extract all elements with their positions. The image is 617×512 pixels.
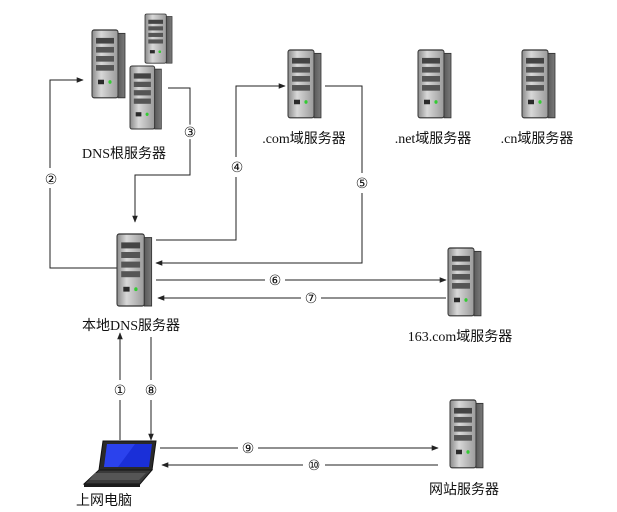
local-dns-label: 本地DNS服务器: [82, 318, 180, 334]
web-server-icon: [449, 399, 484, 469]
step-2-label: ②: [45, 172, 58, 188]
laptop-icon: [82, 440, 157, 487]
net-server-label: .net域服务器: [395, 131, 472, 147]
arrow-step-3: [132, 87, 191, 223]
cn-server-icon: [521, 49, 556, 119]
root-dns-label: DNS根服务器: [82, 146, 166, 162]
step-4-label: ④: [231, 160, 244, 176]
step-9-label: ⑨: [242, 441, 255, 457]
com-server-icon: [287, 49, 322, 119]
step-10-label: ⑩: [308, 458, 321, 474]
s163-server-label: 163.com域服务器: [408, 329, 513, 345]
arrow-step-2: [49, 77, 117, 269]
cn-server-label: .cn域服务器: [501, 131, 574, 147]
com-server-label: .com域服务器: [262, 131, 346, 147]
step-1-label: ①: [114, 383, 127, 399]
step-7-label: ⑦: [305, 291, 318, 307]
local-dns-server-icon: [116, 233, 153, 307]
client-pc-label: 上网电脑: [76, 493, 132, 509]
step-labels: ② ③ ④ ⑤ ⑥ ⑦ ① ⑧ ⑨ ⑩: [42, 123, 371, 474]
step-6-label: ⑥: [269, 273, 282, 289]
step-8-label: ⑧: [145, 383, 158, 399]
step-3-label: ③: [184, 125, 197, 141]
net-server-icon: [417, 49, 452, 119]
step-5-label: ⑤: [356, 176, 369, 192]
s163-server-icon: [447, 247, 482, 317]
root-dns-server-icon: [91, 13, 173, 130]
web-server-label: 网站服务器: [429, 482, 499, 498]
arrow-step-4: [156, 83, 286, 241]
